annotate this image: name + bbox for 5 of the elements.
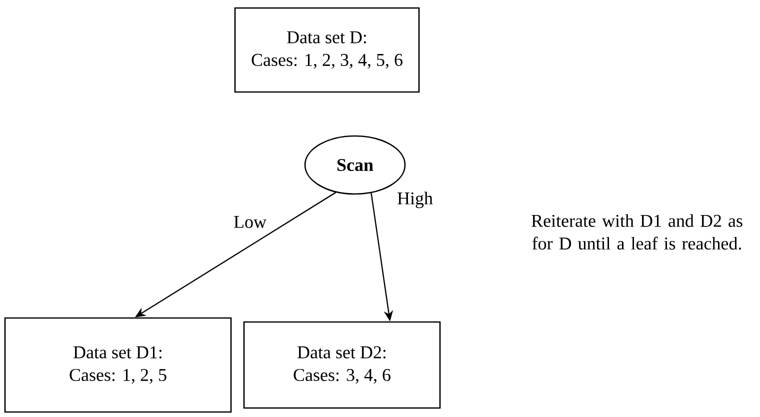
- data-set-box: Data set D2: Cases: 3, 4, 6: [243, 321, 441, 409]
- data-set-box: Data set D1: Cases: 1, 2, 5: [4, 317, 232, 413]
- note-text: Reiterate with D1 and D2 as for D until a leaf is reached.: [532, 214, 742, 250]
- edge-label: Low: [232, 214, 268, 230]
- data-set-box: Data set D: Cases: 1, 2, 3, 4, 5, 6: [234, 7, 420, 93]
